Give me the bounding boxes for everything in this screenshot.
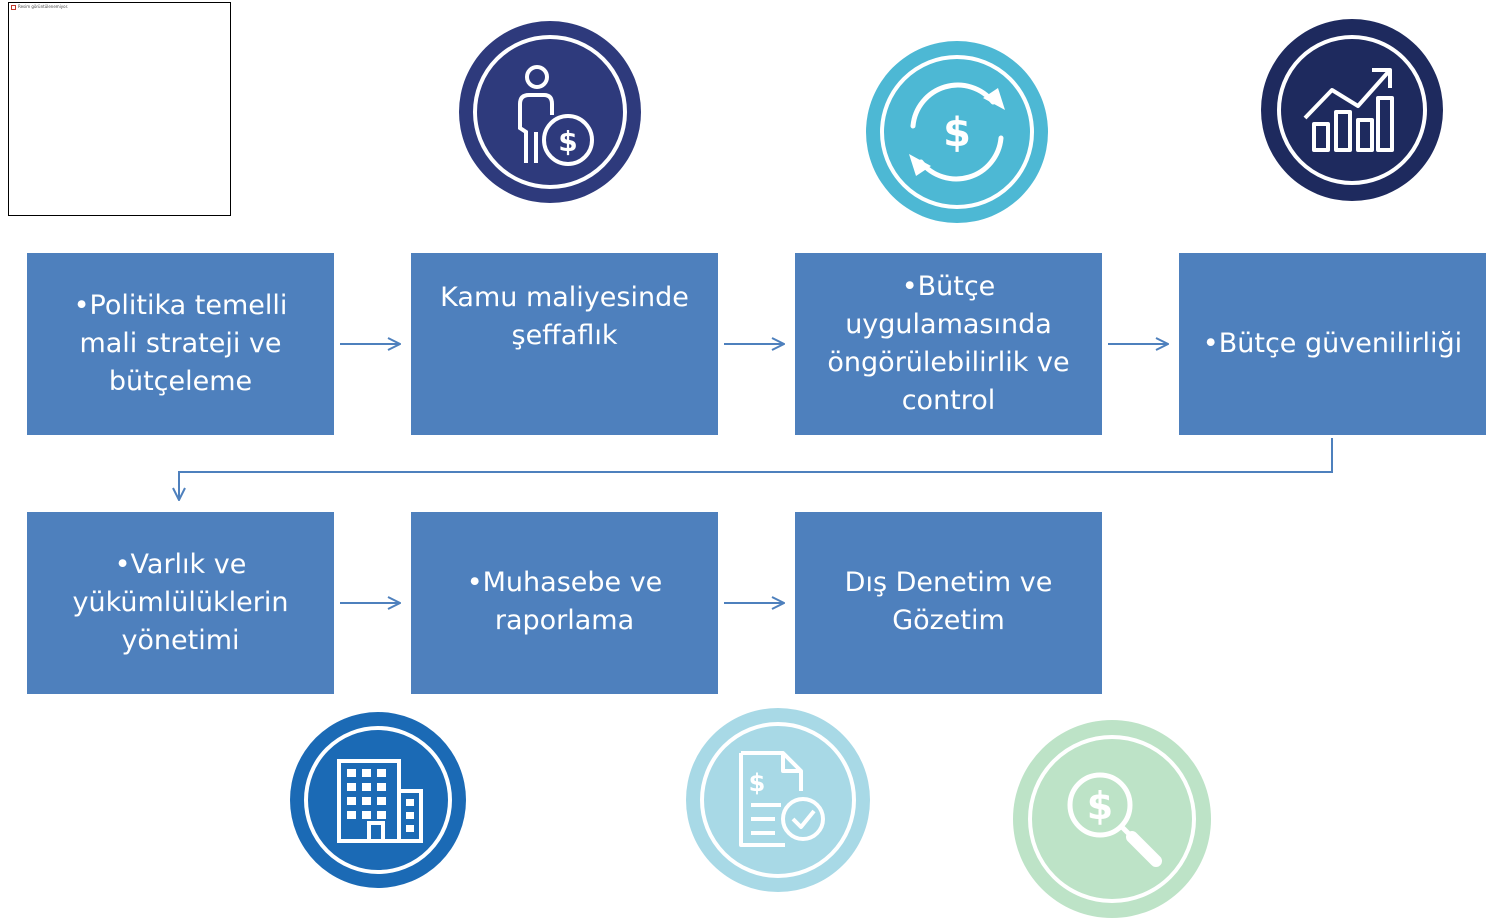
step-box-policy-strategy: •Politika temelli mali strateji ve bütçe… (27, 253, 334, 435)
step-label: Kamu maliyesinde şeffaflık (440, 282, 689, 351)
step-box-external-audit: Dış Denetim ve Gözetim (795, 512, 1102, 694)
person-dollar-icon: $ (459, 21, 641, 203)
step-box-budget-credibility: •Bütçe güvenilirliği (1179, 253, 1486, 435)
step-box-transparency: Kamu maliyesinde şeffaflık (411, 253, 718, 435)
dollar-search-icon: $ (1013, 720, 1211, 918)
step-label: Dış Denetim ve Gözetim (844, 567, 1053, 636)
icon-symbol: $ (1087, 784, 1113, 828)
dollar-cycle-icon: $ (866, 41, 1048, 223)
broken-image-placeholder: Resim görüntülenemiyor. (8, 2, 231, 216)
step-box-predictability: •Bütçe uygulamasında öngörülebilirlik ve… (795, 253, 1102, 435)
step-label: •Muhasebe ve raporlama (466, 567, 663, 636)
office-building-icon (290, 712, 466, 888)
step-box-asset-liability: •Varlık ve yükümlülüklerin yönetimi (27, 512, 334, 694)
step-label: •Politika temelli mali strateji ve bütçe… (73, 290, 288, 397)
step-label: •Bütçe uygulamasında öngörülebilirlik ve… (827, 271, 1070, 416)
icon-symbol: $ (558, 125, 577, 158)
placeholder-text: Resim görüntülenemiyor. (18, 4, 69, 9)
arrow-4-5 (179, 438, 1333, 499)
step-box-accounting-reporting: •Muhasebe ve raporlama (411, 512, 718, 694)
broken-image-icon (11, 5, 16, 10)
icon-symbol: $ (943, 110, 971, 156)
invoice-check-icon: $ (686, 708, 870, 892)
step-label: •Bütçe güvenilirliği (1202, 328, 1463, 359)
step-label: •Varlık ve yükümlülüklerin yönetimi (72, 549, 289, 656)
growth-chart-icon (1261, 19, 1443, 201)
icon-symbol: $ (749, 769, 766, 797)
